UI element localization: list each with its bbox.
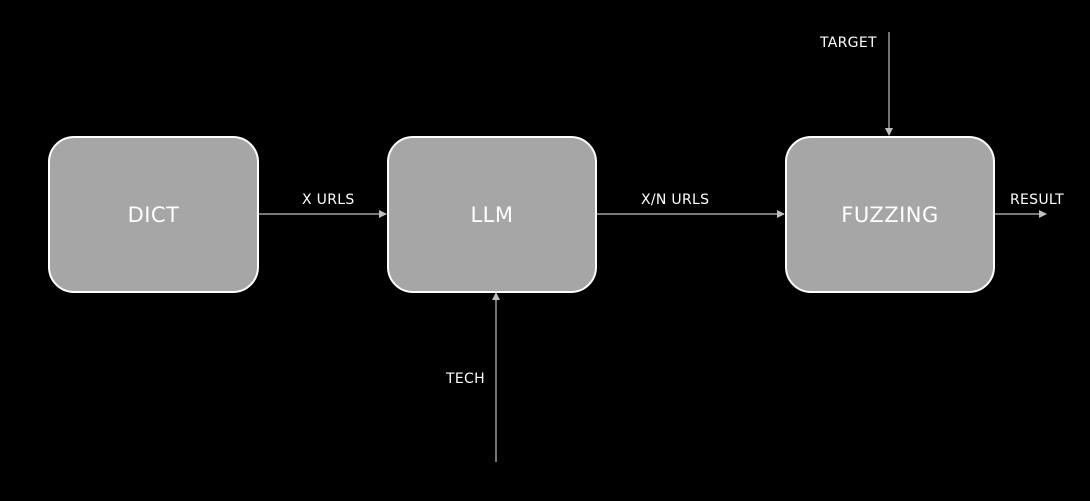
- node-llm: LLM: [387, 136, 597, 293]
- node-dict: DICT: [48, 136, 259, 293]
- node-fuzzing: FUZZING: [785, 136, 995, 293]
- edge-label-tech: TECH: [446, 371, 485, 387]
- edge-label-target: TARGET: [820, 35, 877, 51]
- edge-label-result: RESULT: [1010, 192, 1064, 208]
- node-llm-label: LLM: [470, 202, 514, 227]
- node-dict-label: DICT: [127, 202, 180, 227]
- edge-label-x-n-urls: X/N URLS: [641, 192, 710, 208]
- edge-label-x-urls: X URLS: [302, 192, 355, 208]
- node-fuzzing-label: FUZZING: [841, 202, 939, 227]
